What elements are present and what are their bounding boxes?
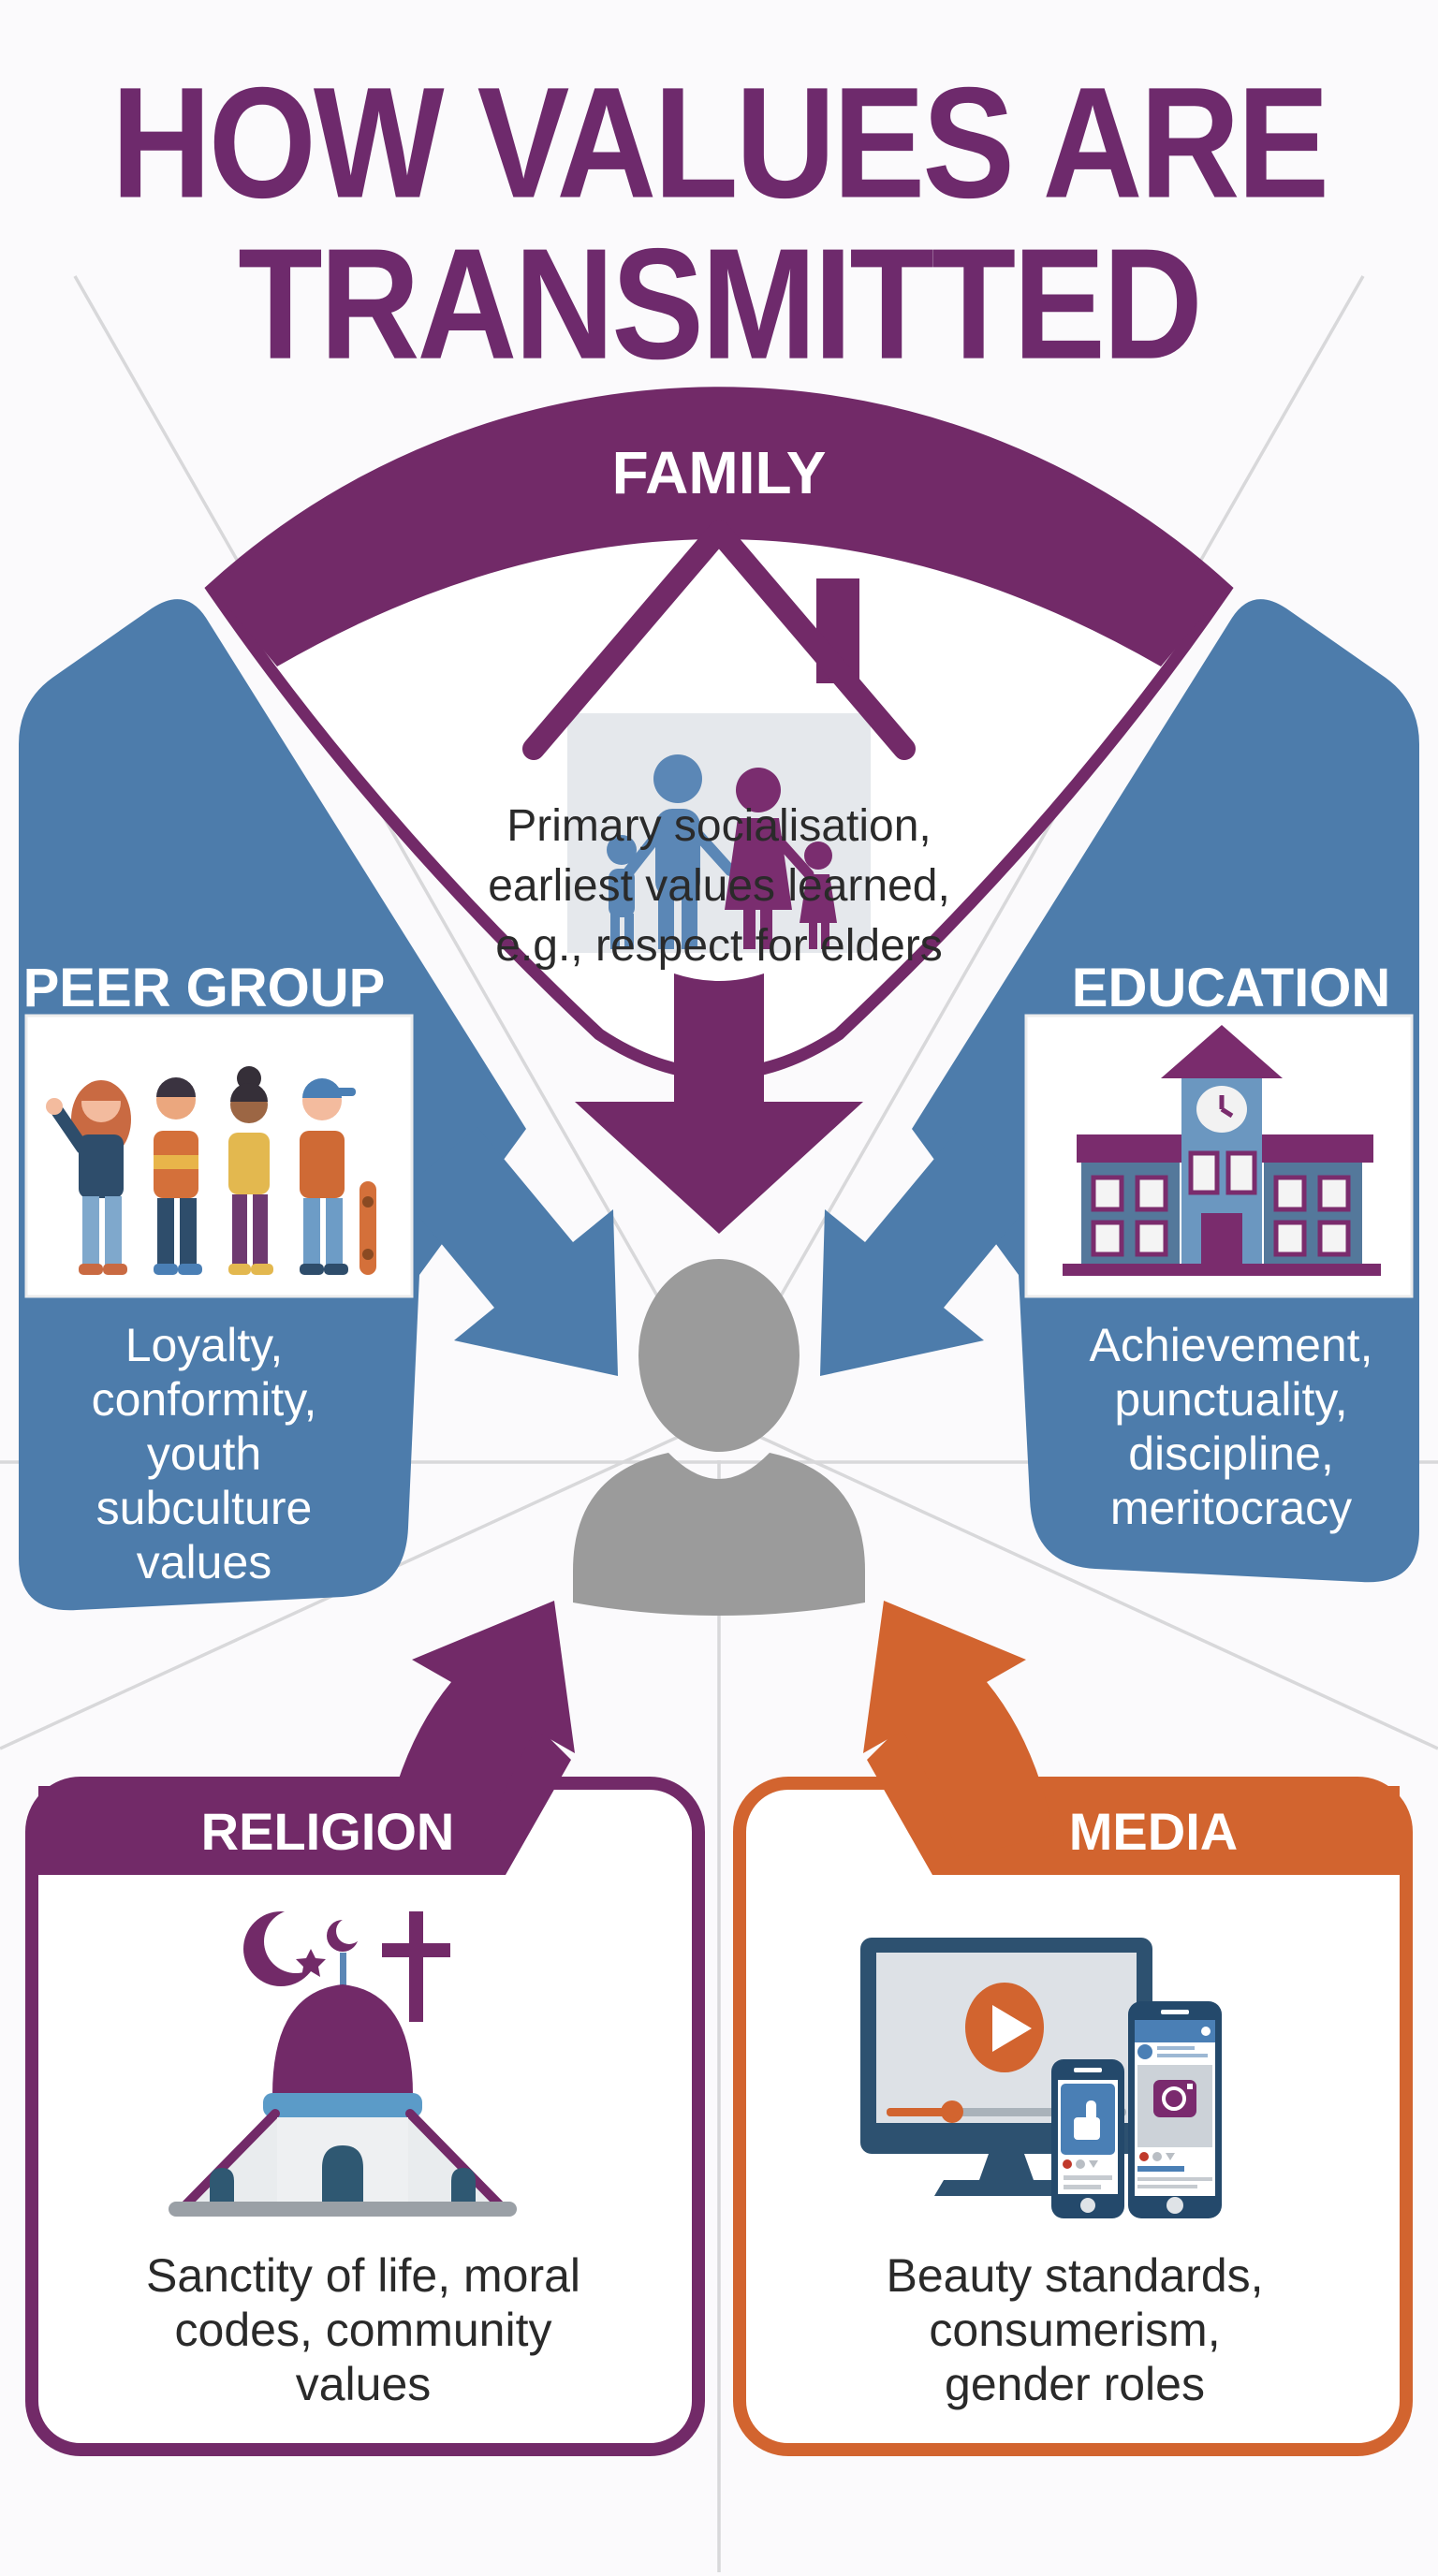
media-label: MEDIA [1068, 1802, 1239, 1861]
screens-and-social-media-icon [860, 1938, 1222, 2218]
media-arrow-icon [863, 1601, 1054, 1858]
religion-desc-line: values [295, 2358, 432, 2410]
education-desc-line: meritocracy [1109, 1482, 1353, 1534]
group-of-teens-illustration [24, 1014, 414, 1298]
dome-icon [272, 1984, 413, 2095]
family-arrow-icon [575, 973, 863, 1234]
religion-desc-line: Sanctity of life, moral [145, 2249, 581, 2302]
play-icon [992, 2005, 1032, 2052]
education-label: EDUCATION [1071, 958, 1391, 1018]
school-building-icon [1024, 1014, 1414, 1298]
peer-group-arrow-icon [399, 1127, 618, 1376]
peer-desc-line: conformity, [91, 1373, 317, 1426]
family-description: Primary socialisation, earliest values l… [298, 800, 1140, 972]
media-description: Beauty standards, consumerism, gender ro… [766, 2248, 1384, 2411]
education-description: Achievement, punctuality, discipline, me… [1034, 1318, 1428, 1535]
education-desc-line: Achievement, [1089, 1319, 1373, 1371]
media-desc-line: gender roles [945, 2358, 1205, 2410]
family-desc-line: earliest values learned, [488, 861, 950, 911]
phone-like-icon [1051, 2059, 1124, 2218]
education-desc-line: punctuality, [1114, 1373, 1348, 1426]
peer-desc-line: youth [146, 1427, 262, 1480]
peer-desc-line: subculture [95, 1482, 313, 1534]
education-arrow-icon [820, 1127, 1039, 1376]
page-title: HOW VALUES ARE TRANSMITTED [0, 54, 1438, 393]
peer-group-label: PEER GROUP [22, 958, 386, 1018]
religion-label: RELIGION [200, 1802, 455, 1861]
family-label: FAMILY [611, 439, 827, 506]
phone-camera-icon [1128, 2001, 1222, 2218]
house-with-family-icon [522, 520, 916, 953]
family-desc-line: e.g., respect for elders [495, 921, 943, 971]
person-silhouette-icon [573, 1259, 865, 1616]
education-desc-line: discipline, [1128, 1427, 1334, 1480]
title-line-2: TRANSMITTED [238, 215, 1203, 393]
religion-arrow-icon [384, 1601, 575, 1858]
peer-desc-line: Loyalty, [125, 1319, 284, 1371]
title-line-1: HOW VALUES ARE [110, 54, 1329, 231]
peer-desc-line: values [136, 1536, 272, 1588]
religion-description: Sanctity of life, moral codes, community… [54, 2248, 672, 2411]
star-icon [296, 1949, 326, 1977]
peer-group-description: Loyalty, conformity, youth subculture va… [7, 1318, 401, 1589]
media-desc-line: Beauty standards, [886, 2249, 1264, 2302]
place-of-worship-icon [169, 1910, 517, 2217]
family-desc-line: Primary socialisation, [506, 801, 932, 851]
media-desc-line: consumerism, [929, 2304, 1221, 2356]
religion-desc-line: codes, community [174, 2304, 552, 2356]
cross-icon [409, 1911, 423, 2022]
